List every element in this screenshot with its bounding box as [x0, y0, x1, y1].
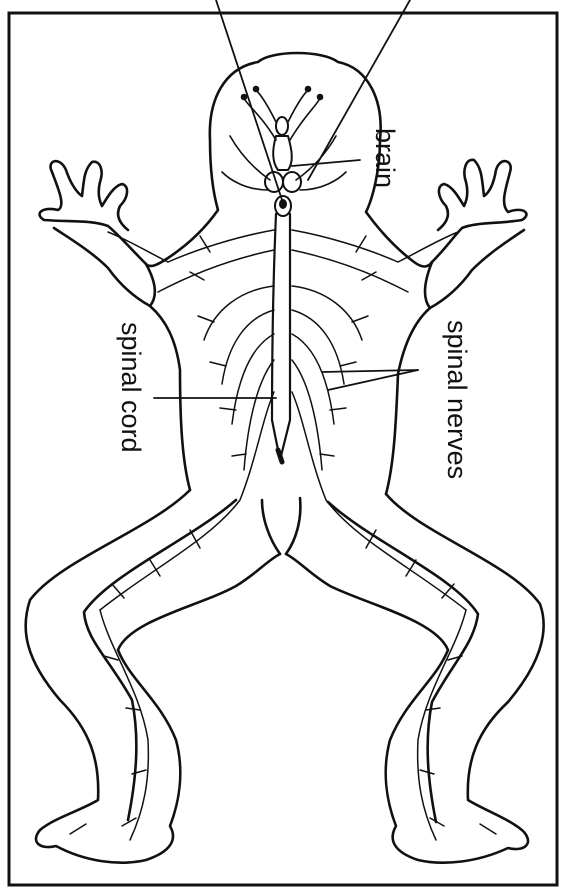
- spinal-nerves-label: spinal nerves: [442, 320, 472, 479]
- spinal-cord-label: spinal cord: [116, 322, 146, 453]
- cranial-nerves: [222, 87, 346, 191]
- spinal-cord-structure: [272, 214, 290, 462]
- brain-pointer: [292, 160, 360, 166]
- brain-label: brain: [370, 128, 400, 188]
- callout-lines: [154, 0, 418, 398]
- spinal-nerves-pointer-2: [322, 370, 418, 372]
